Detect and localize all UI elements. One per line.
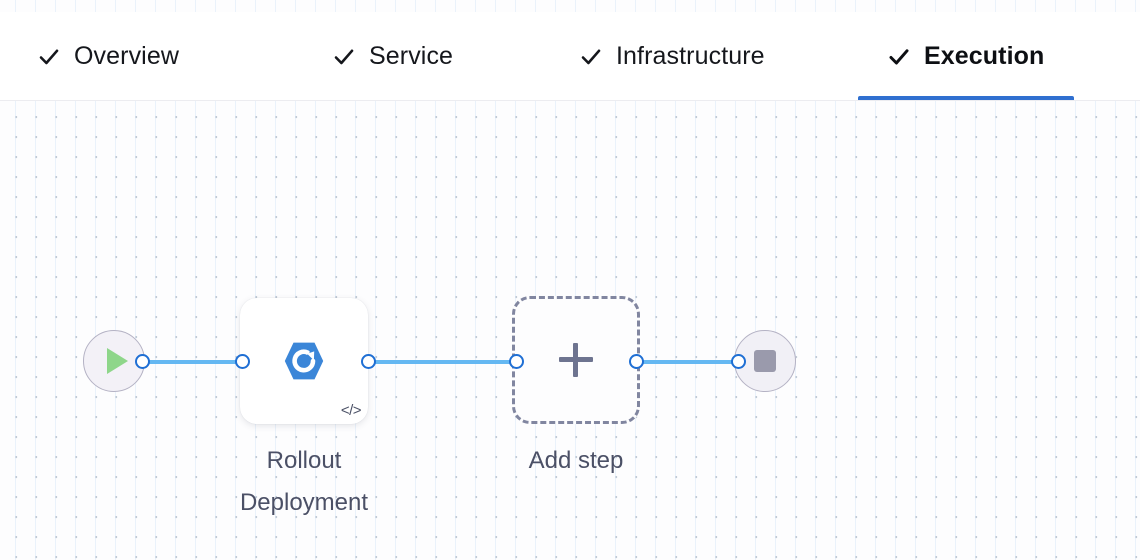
check-icon — [38, 46, 60, 68]
check-icon — [888, 46, 910, 68]
tab-overview[interactable]: Overview — [38, 12, 179, 100]
tab-service[interactable]: Service — [333, 12, 453, 100]
code-badge-icon: </> — [340, 402, 362, 419]
port-step-output[interactable] — [361, 354, 376, 369]
tab-label: Service — [369, 41, 454, 70]
check-icon — [580, 46, 602, 68]
tab-active-underline — [858, 96, 1075, 100]
tab-label: Overview — [74, 41, 179, 70]
add-step-button[interactable] — [512, 296, 640, 424]
step-node-rollout-deployment[interactable]: </> — [240, 298, 368, 424]
check-icon — [333, 46, 355, 68]
tab-infrastructure[interactable]: Infrastructure — [580, 12, 765, 100]
port-end-input[interactable] — [731, 354, 746, 369]
port-step-input-left[interactable] — [235, 354, 250, 369]
add-step-caption: Add step — [528, 447, 624, 474]
port-add-step-input[interactable] — [509, 354, 524, 369]
end-node[interactable] — [734, 330, 796, 392]
tab-list: Overview Service Infrastructur — [0, 12, 1140, 100]
port-add-step-output[interactable] — [629, 354, 644, 369]
edge-step-to-add[interactable] — [366, 360, 518, 364]
tab-label: Infrastructure — [616, 41, 765, 70]
start-node[interactable] — [83, 330, 145, 392]
tab-label: Execution — [924, 41, 1045, 70]
step-node-caption: Rollout Deployment — [239, 447, 369, 516]
stop-icon — [754, 350, 776, 372]
port-start-output[interactable] — [135, 354, 150, 369]
edge-start-to-step[interactable] — [140, 360, 244, 364]
tab-execution[interactable]: Execution — [858, 12, 1075, 100]
plus-icon — [559, 343, 593, 377]
play-icon — [106, 348, 128, 374]
edge-add-to-end[interactable] — [636, 360, 740, 364]
pipeline-stage-tabbar: Overview Service Infrastructur — [0, 12, 1140, 100]
rollout-deployment-icon — [283, 340, 325, 382]
